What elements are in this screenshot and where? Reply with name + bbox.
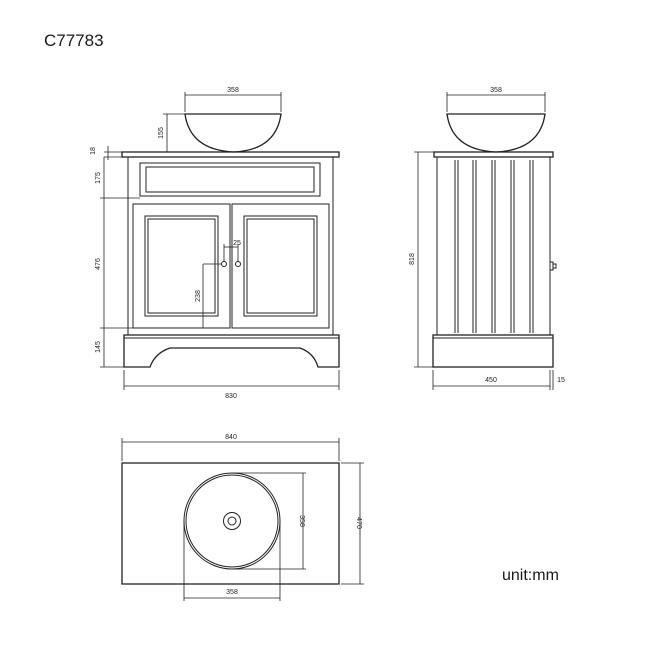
- front-drawer: [139, 162, 321, 197]
- dim-front-knob-spacing: 25: [233, 240, 241, 247]
- dim-top-basin-height: 358: [298, 515, 305, 527]
- dim-front-knob-height: 238: [195, 290, 202, 302]
- front-drawer-inner: [145, 166, 315, 193]
- dim-top-basin-width: 358: [226, 589, 238, 596]
- front-right-knob: [235, 261, 241, 267]
- dim-top-depth: 470: [355, 517, 362, 529]
- dim-front-basin-width: 358: [227, 87, 239, 94]
- dim-side-depth: 450: [485, 377, 497, 384]
- front-left-door-panel: [144, 215, 219, 317]
- top-countertop: [121, 462, 340, 585]
- product-code: C77783: [44, 31, 104, 50]
- front-left-door-panel-inner: [147, 218, 216, 314]
- dim-front-countertop-thickness: 18: [90, 147, 97, 155]
- front-plinth: [123, 334, 340, 368]
- side-view: [432, 113, 557, 368]
- top-drain-inner: [227, 516, 237, 526]
- front-right-door: [231, 203, 330, 329]
- top-dimensions: 840 470 358 358: [121, 434, 364, 601]
- front-left-door: [132, 203, 231, 329]
- unit-label: unit:mm: [502, 567, 559, 584]
- dim-side-height: 818: [409, 253, 416, 265]
- top-view: [121, 462, 340, 585]
- dim-front-drawer-height: 175: [95, 172, 102, 184]
- side-knob: [550, 261, 557, 271]
- dim-front-plinth-height: 145: [95, 341, 102, 353]
- dim-side-overhang: 15: [557, 377, 565, 384]
- front-left-knob: [221, 261, 227, 267]
- front-dimensions: 358 155 18 175 476 145 830 25 238: [90, 87, 340, 400]
- front-countertop: [121, 151, 340, 158]
- front-right-door-panel: [243, 215, 318, 317]
- dim-front-overall-width: 830: [225, 393, 237, 400]
- top-basin-outer: [183, 472, 281, 570]
- front-basin: [184, 113, 282, 153]
- top-drain-outer: [223, 512, 241, 530]
- dim-side-basin-width: 358: [490, 87, 502, 94]
- side-plinth: [432, 334, 554, 368]
- front-view: [121, 113, 340, 368]
- top-basin-inner: [185, 474, 279, 568]
- dim-top-width: 840: [225, 434, 237, 441]
- dim-front-basin-height: 155: [158, 127, 165, 139]
- front-right-door-panel-inner: [246, 218, 315, 314]
- side-countertop: [433, 151, 554, 158]
- side-basin: [446, 113, 546, 153]
- dim-front-door-height: 476: [95, 258, 102, 270]
- side-dimensions: 358 818 450 15: [409, 87, 565, 390]
